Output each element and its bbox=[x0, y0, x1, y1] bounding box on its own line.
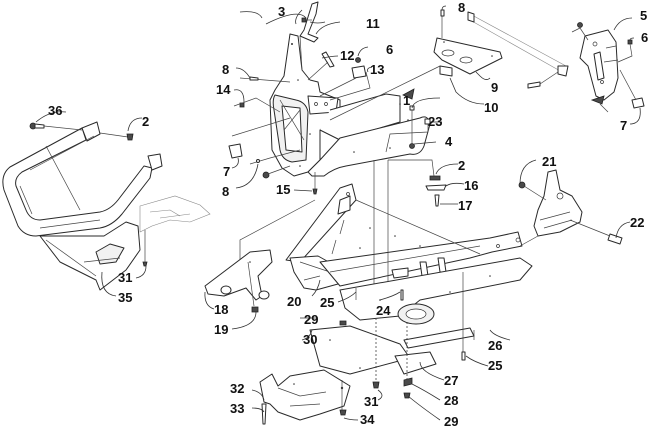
nut-5 bbox=[577, 22, 583, 28]
bolt-34 bbox=[339, 409, 347, 416]
nut-2-center bbox=[429, 175, 441, 181]
bolt-22 bbox=[607, 233, 623, 245]
callout-2-center: 2 bbox=[458, 158, 465, 173]
pad-7-left bbox=[228, 117, 291, 159]
callout-17: 17 bbox=[458, 198, 472, 213]
lower-skid-guard bbox=[259, 369, 351, 421]
nut-6-left bbox=[355, 57, 361, 63]
bolt-rear bbox=[527, 81, 541, 89]
callout-8-top: 8 bbox=[458, 0, 465, 15]
leader-lines bbox=[35, 5, 641, 421]
pin-8-lower bbox=[249, 149, 301, 165]
callout-22: 22 bbox=[630, 215, 644, 230]
callout-21: 21 bbox=[542, 154, 556, 169]
callout-23: 23 bbox=[428, 114, 442, 129]
callout-25-right: 25 bbox=[488, 358, 502, 373]
bracket-10 bbox=[439, 65, 453, 77]
bolt-3 bbox=[301, 17, 307, 23]
bolt-31-bumper bbox=[142, 230, 148, 267]
bolt-8-top bbox=[440, 9, 445, 17]
callout-28: 28 bbox=[444, 393, 458, 408]
callout-31-bumper: 31 bbox=[118, 270, 132, 285]
bracket-11 bbox=[299, 1, 319, 43]
steering-bracket-5 bbox=[579, 29, 619, 113]
callout-3: 3 bbox=[278, 4, 285, 19]
washer-16 bbox=[425, 184, 447, 191]
nut-19 bbox=[251, 306, 259, 313]
washer-28 bbox=[403, 377, 413, 387]
nut-21 bbox=[518, 181, 526, 189]
callout-7-right: 7 bbox=[620, 118, 627, 133]
front-bumper bbox=[2, 121, 211, 291]
pin-8-upper bbox=[239, 76, 291, 83]
plate-9 bbox=[433, 37, 503, 75]
callout-18: 18 bbox=[214, 302, 228, 317]
clip-14 bbox=[233, 97, 281, 113]
crossbar bbox=[467, 11, 569, 77]
callout-33: 33 bbox=[230, 401, 244, 416]
bolt-36 bbox=[29, 122, 45, 130]
bolt-25-right bbox=[461, 351, 466, 361]
gasket-27 bbox=[394, 351, 437, 375]
nut-6-right bbox=[627, 39, 633, 45]
bolt-17 bbox=[434, 194, 440, 207]
callout-32: 32 bbox=[230, 381, 244, 396]
suspension-mount bbox=[533, 169, 583, 237]
callout-34: 34 bbox=[360, 412, 375, 427]
callout-8-lower: 8 bbox=[222, 184, 229, 199]
callout-29-lower: 29 bbox=[444, 414, 458, 429]
callout-20: 20 bbox=[287, 294, 301, 309]
callout-36: 36 bbox=[48, 103, 62, 118]
bolt-33 bbox=[261, 403, 267, 425]
clip-13 bbox=[319, 65, 371, 101]
callout-11: 11 bbox=[366, 16, 380, 31]
callout-7-left: 7 bbox=[223, 164, 230, 179]
callout-30: 30 bbox=[303, 332, 317, 347]
bolt-15 bbox=[312, 188, 318, 195]
callout-1: 1 bbox=[403, 93, 410, 108]
nut-4 bbox=[409, 143, 415, 149]
callout-labels: 1 2 2 3 4 5 6 6 7 7 8 8 8 9 10 11 12 13 … bbox=[48, 0, 648, 429]
front-upper-frame bbox=[269, 33, 431, 177]
bolt-24 bbox=[400, 289, 404, 301]
callout-8-upper: 8 bbox=[222, 62, 229, 77]
nut-15 bbox=[262, 171, 270, 179]
callout-35: 35 bbox=[118, 290, 132, 305]
callout-14: 14 bbox=[216, 82, 231, 97]
callout-19: 19 bbox=[214, 322, 228, 337]
callout-24: 24 bbox=[376, 303, 391, 318]
callout-9: 9 bbox=[491, 80, 498, 95]
main-frame bbox=[285, 183, 523, 291]
callout-12: 12 bbox=[340, 48, 354, 63]
spacer-12 bbox=[321, 51, 335, 68]
callout-6-right: 6 bbox=[641, 30, 648, 45]
skid-plate-30 bbox=[309, 325, 411, 375]
callout-26: 26 bbox=[488, 338, 502, 353]
nut-2-bumper bbox=[126, 133, 134, 141]
callout-27: 27 bbox=[444, 373, 458, 388]
a-arm-18 bbox=[204, 249, 273, 301]
callout-31-center: 31 bbox=[364, 394, 378, 409]
callout-13: 13 bbox=[370, 62, 384, 77]
bolt-29-upper bbox=[339, 320, 347, 326]
callout-16: 16 bbox=[464, 178, 478, 193]
callout-6-left: 6 bbox=[386, 42, 393, 57]
skid-plate-26 bbox=[339, 257, 533, 349]
callout-25-left: 25 bbox=[320, 295, 334, 310]
callout-15: 15 bbox=[276, 182, 290, 197]
callout-2-bumper: 2 bbox=[142, 114, 149, 129]
clip-23 bbox=[424, 118, 431, 125]
callout-29-upper: 29 bbox=[304, 312, 318, 327]
callout-5: 5 bbox=[640, 8, 647, 23]
callout-10: 10 bbox=[484, 100, 498, 115]
pad-7-right bbox=[631, 97, 645, 109]
bolt-31-center bbox=[372, 381, 380, 389]
callout-4: 4 bbox=[445, 134, 453, 149]
